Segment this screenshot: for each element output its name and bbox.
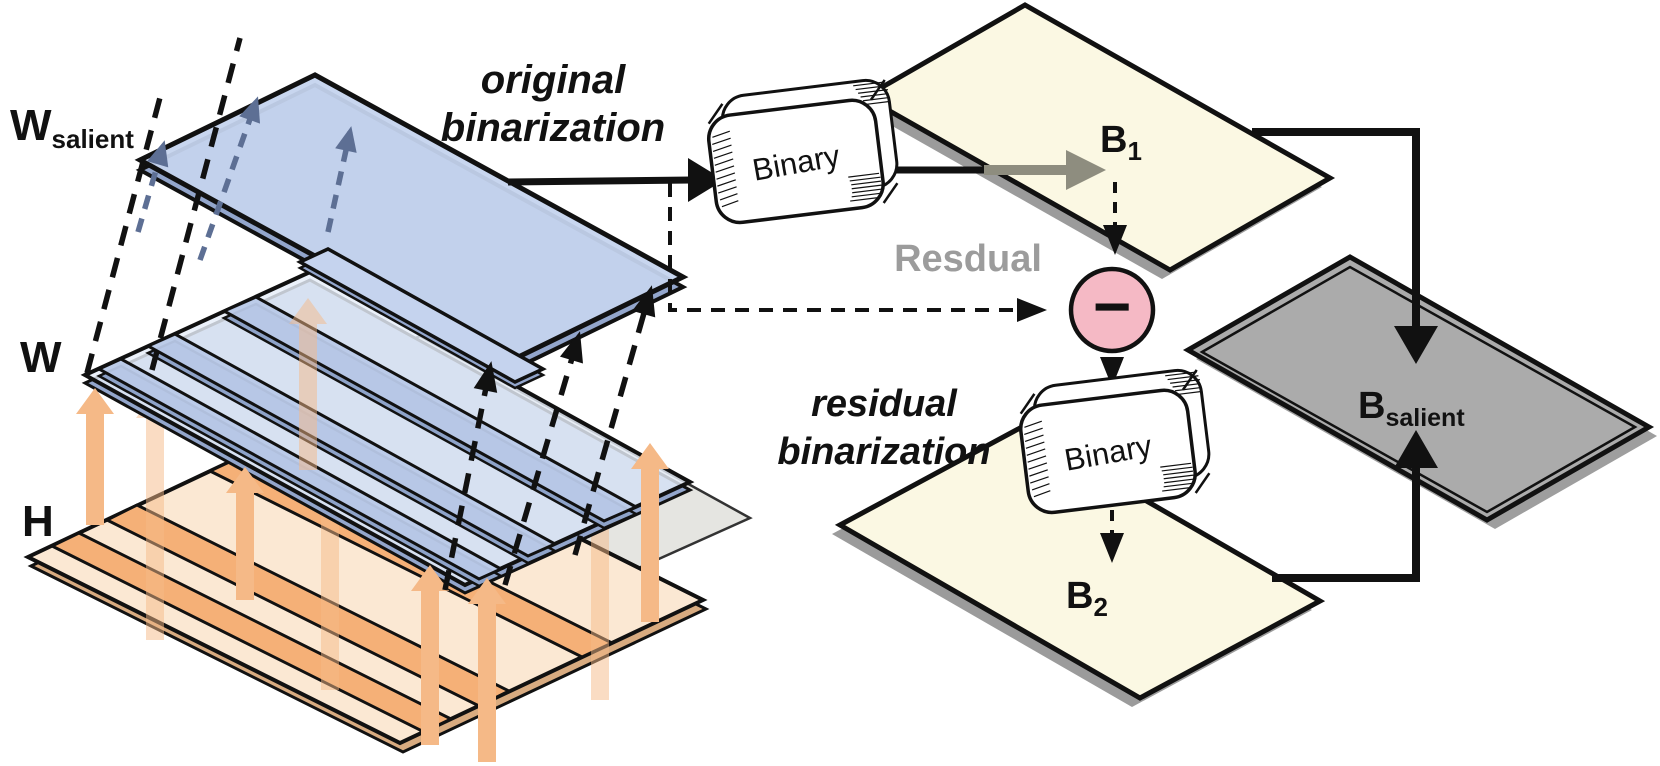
channel-arrows-front	[76, 298, 669, 762]
in-plane-projection-arrows	[135, 96, 357, 261]
hatch-left-band	[1024, 420, 1051, 498]
residual-caption-line1: residual	[811, 383, 958, 425]
b-salient-base: B	[1358, 385, 1385, 427]
binary-box-2: Binary	[1018, 368, 1211, 515]
minus-symbol: −	[1093, 269, 1132, 343]
b2-to-bsalient-elbow	[1272, 430, 1438, 582]
hatch-top-right-band	[1165, 371, 1202, 395]
hatch-left-band	[712, 130, 739, 208]
minus-node: −	[1068, 266, 1156, 354]
w-weight-plane	[80, 269, 695, 595]
h-label: H	[22, 497, 54, 546]
hatch-bottom-right-band	[1160, 462, 1194, 492]
residual-dashed-path	[668, 183, 1047, 322]
b1-sub: 1	[1127, 136, 1141, 166]
b-salient-label: Bsalient	[1358, 385, 1465, 432]
b1-base: B	[1100, 119, 1127, 161]
original-binarization-caption: original binarization	[441, 58, 665, 150]
b-salient-plane	[1182, 254, 1657, 529]
original-caption-line1: original	[481, 58, 626, 102]
b1-to-bsalient-elbow	[1252, 128, 1438, 364]
b2-sub: 2	[1093, 592, 1107, 622]
residual-gray-label: Resdual	[894, 238, 1042, 280]
w-salient-plane	[134, 72, 689, 390]
w-salient-stripes	[95, 295, 640, 588]
hatch-top-right-band	[853, 81, 890, 105]
original-caption-line2: binarization	[441, 106, 665, 150]
b-salient-inner-border	[1199, 265, 1638, 514]
b-salient-sub: salient	[1385, 404, 1465, 432]
b2-plane	[832, 425, 1326, 707]
projection-dashed-lines	[84, 37, 656, 591]
w-salient-strip	[296, 247, 547, 390]
w-label: W	[20, 333, 62, 382]
hatch-bottom-right-band	[848, 172, 882, 202]
b2-label: B2	[1066, 575, 1108, 622]
b1-plane	[857, 2, 1336, 279]
w-salient-label: Wsalient	[10, 101, 134, 154]
residual-binarization-caption: residual binarization	[777, 383, 990, 473]
b2-base: B	[1066, 575, 1093, 617]
channel-arrows-behind	[136, 392, 619, 700]
residual-caption-line2: binarization	[777, 431, 990, 473]
b1-label: B1	[1100, 119, 1142, 166]
w-salient-sub: salient	[52, 124, 135, 154]
original-binarization-arrow	[507, 158, 724, 202]
dashed-flow-arrows	[1100, 182, 1127, 563]
binary-box-1: Binary	[706, 78, 899, 225]
w-salient-base: W	[10, 101, 52, 150]
